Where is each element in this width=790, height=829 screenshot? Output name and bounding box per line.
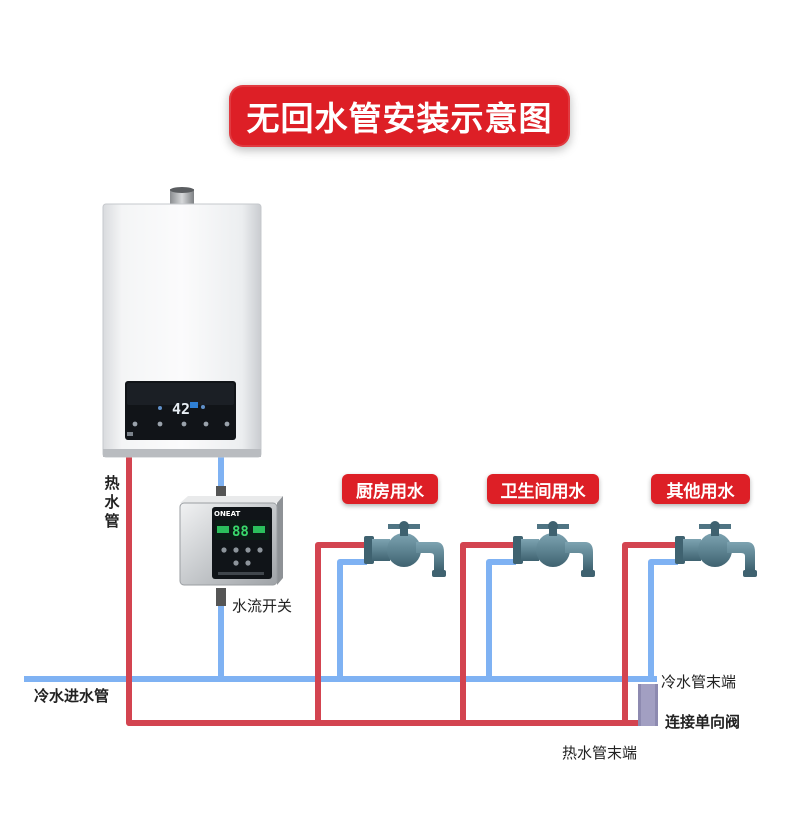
flow-switch-outlet-fitting (216, 588, 226, 606)
flow-switch-display: 88 (232, 524, 249, 540)
heater-chimney (170, 189, 194, 206)
check-valve-label: 连接单向阀 (665, 713, 741, 731)
flow-switch-label: 水流开关 (232, 597, 293, 615)
outlet-label-bathroom: 卫生间用水 (500, 481, 586, 502)
page-title: 无回水管安装示意图 (246, 99, 553, 138)
flow-switch-inlet-fitting (216, 486, 226, 498)
outlet-label-other: 其他用水 (666, 481, 735, 502)
hot-branch-kitchen (315, 542, 367, 723)
flow-switch-device: ONEAT 88 (179, 496, 283, 586)
outlet-tag-kitchen: 厨房用水 (342, 474, 438, 504)
hot-main-pipe (126, 455, 640, 726)
faucet-kitchen (364, 521, 446, 577)
faucet-other (675, 521, 757, 577)
hot-water-pipes (126, 455, 678, 726)
water-heater: 42 (102, 187, 262, 458)
cold-branch-bathroom (486, 559, 516, 679)
outlet-tag-other: 其他用水 (651, 474, 750, 504)
hot-pipe-label: 热水管 (104, 474, 120, 530)
outlet-tag-bathroom: 卫生间用水 (487, 474, 599, 504)
title-banner: 无回水管安装示意图 (229, 85, 570, 147)
flow-switch-brand: ONEAT (214, 510, 240, 518)
cold-branch-other (648, 559, 678, 679)
cold-end-label: 冷水管末端 (661, 673, 737, 691)
cold-inlet-label: 冷水进水管 (34, 687, 110, 705)
heater-temperature-display: 42 (172, 400, 190, 418)
hot-branch-bathroom (460, 542, 516, 723)
hot-end-label: 热水管末端 (562, 744, 638, 762)
hot-branch-other (622, 542, 678, 723)
faucet-bathroom (513, 521, 595, 577)
cold-branch-kitchen (337, 559, 367, 679)
outlet-label-kitchen: 厨房用水 (356, 481, 424, 502)
